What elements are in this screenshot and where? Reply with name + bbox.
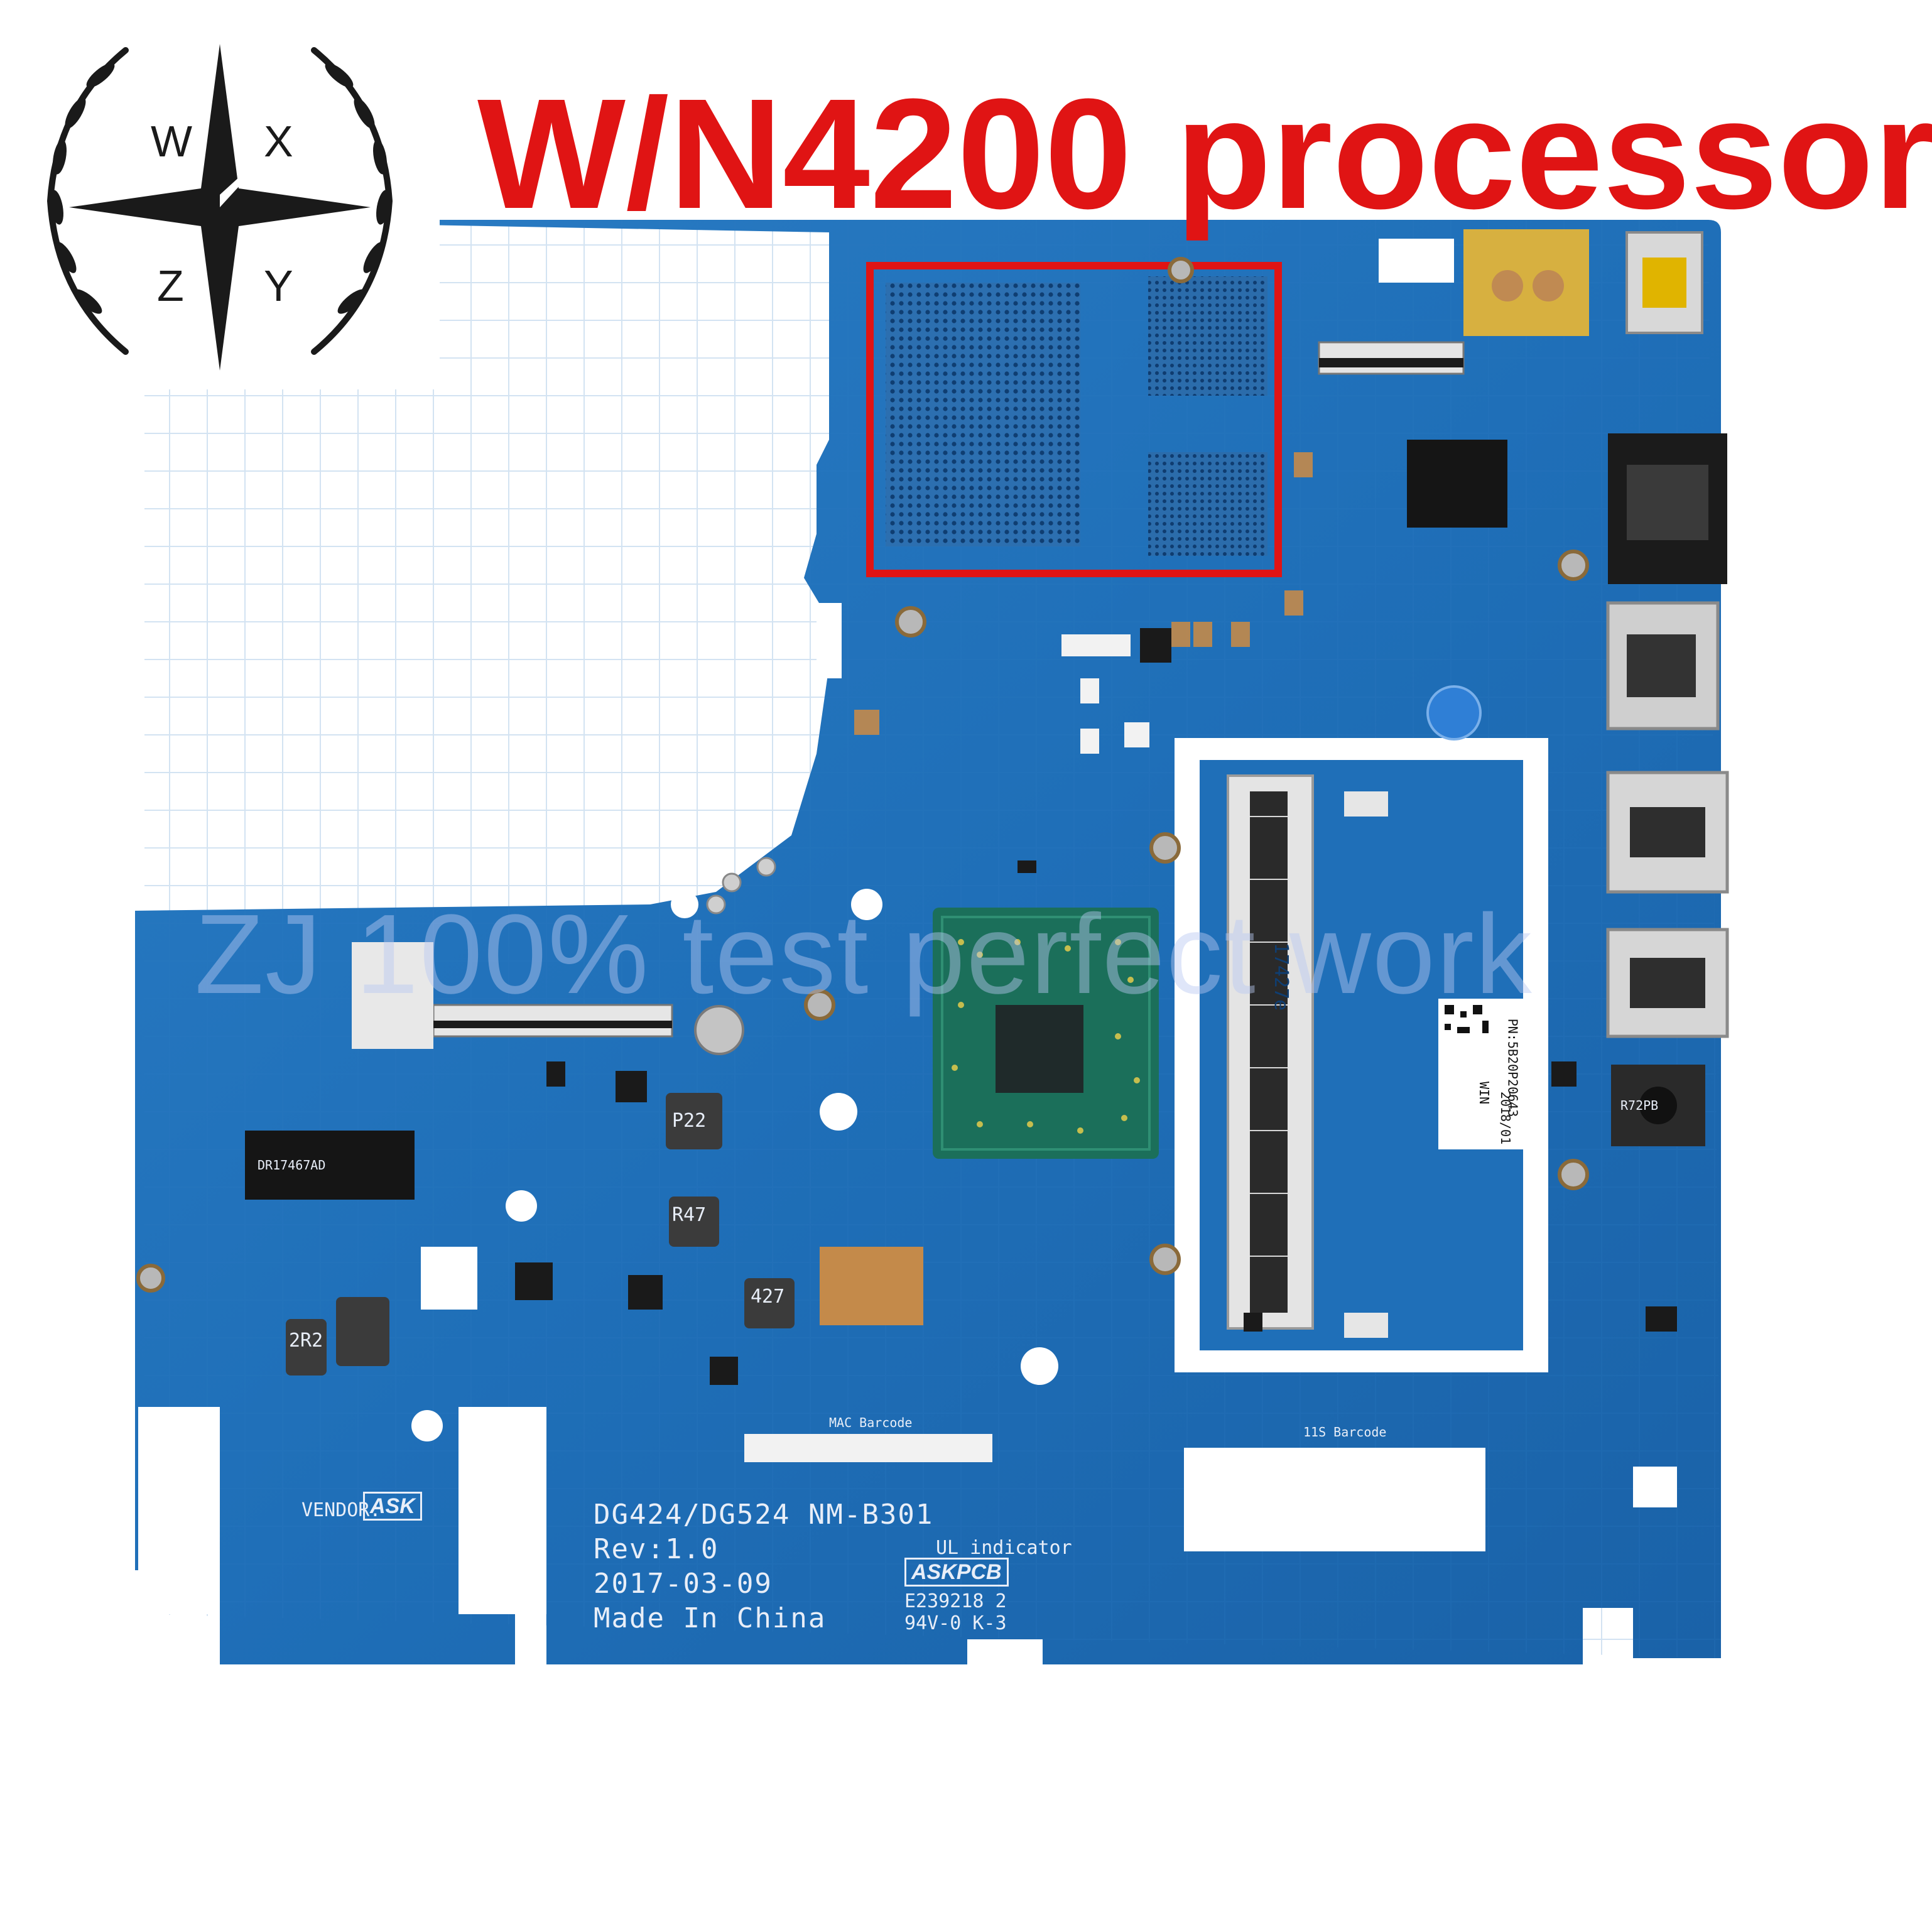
bga-highlight-box — [866, 262, 1282, 577]
watermark-text: ZJ 100% test perfect work — [195, 891, 1533, 1018]
logo-letter-z: Z — [157, 261, 184, 310]
inductor-427-label: 427 — [751, 1286, 785, 1308]
mac-barcode-caption: MAC Barcode — [829, 1415, 913, 1430]
capacitor-2 — [1426, 685, 1482, 741]
pcb-maker-badge: ASKPCB — [904, 1558, 1009, 1587]
vendor-label: VENDOR: — [301, 1499, 381, 1521]
headline-title: W/N4200 processor — [477, 66, 1932, 241]
rating-text: 94V-0 K-3 — [904, 1612, 1007, 1634]
inductor-d685 — [336, 1297, 389, 1366]
inductor-2r2-label: 2R2 — [289, 1330, 323, 1352]
logo-letter-y: Y — [264, 261, 293, 310]
ram-bga-pad-2 — [1148, 452, 1267, 556]
inductor-r47-label: R47 — [672, 1204, 707, 1226]
cpu-bga-pad — [886, 283, 1080, 546]
ssd-slot — [245, 1131, 415, 1200]
audio-jack-label: R72PB — [1620, 1098, 1659, 1113]
cert-text: E239218 2 — [904, 1590, 1007, 1612]
inductor-427 — [744, 1278, 795, 1328]
board-date-text: 2017-03-09 — [594, 1568, 773, 1600]
inductor-r47 — [669, 1197, 719, 1247]
capacitor-1 — [694, 1005, 744, 1055]
board-model-text: DG424/DG524 NM-B301 — [594, 1499, 934, 1531]
inductor-p22 — [666, 1093, 722, 1149]
compass-star-laurel-logo — [0, 0, 440, 389]
ram-bga-pad-1 — [1148, 276, 1267, 396]
s11-barcode-label — [1184, 1448, 1485, 1551]
soc-die — [996, 1005, 1083, 1093]
board-made-in-text: Made In China — [594, 1602, 827, 1634]
ul-indicator-text: UL indicator — [936, 1537, 1072, 1559]
mac-barcode-label — [744, 1434, 992, 1462]
logo-letter-w: W — [151, 117, 193, 166]
logo-letter-x: X — [264, 117, 293, 166]
sticker-win-text: WIN — [1477, 1081, 1492, 1105]
battery-pad — [1463, 229, 1589, 336]
board-rev-text: Rev:1.0 — [594, 1533, 719, 1565]
inductor-2r2 — [286, 1319, 327, 1376]
ssd-chip-label: DR17467AD — [258, 1158, 326, 1173]
s11-barcode-caption: 11S Barcode — [1303, 1425, 1387, 1440]
vendor-badge: ASK — [363, 1492, 422, 1521]
sticker-date-text: 2018/01 — [1498, 1091, 1514, 1145]
inductor-p22-label: P22 — [672, 1110, 707, 1132]
